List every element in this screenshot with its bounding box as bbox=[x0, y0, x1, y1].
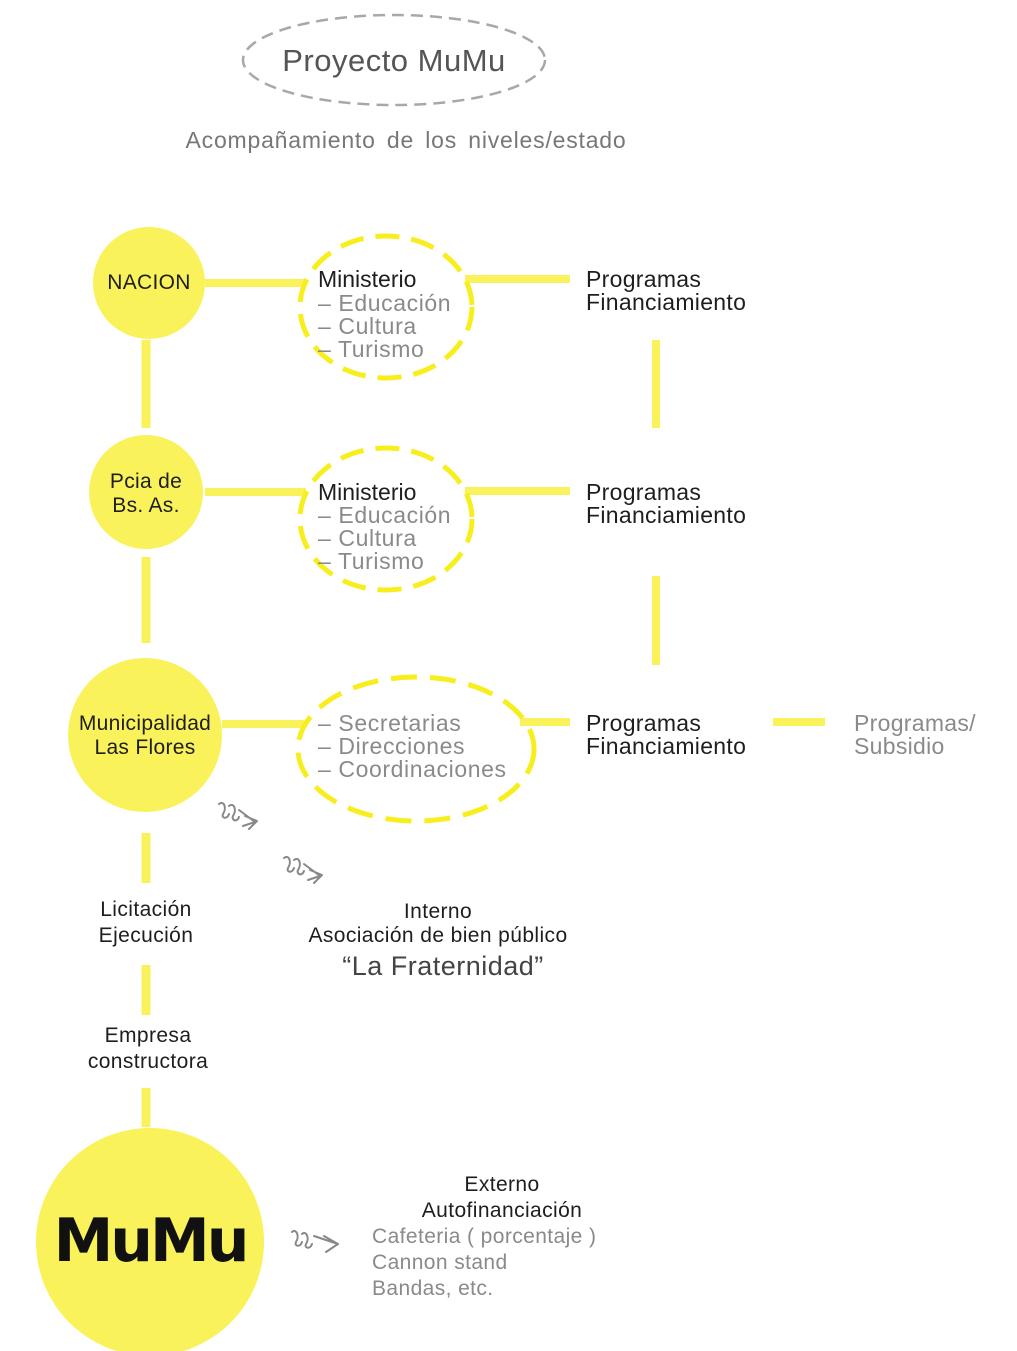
nacion-ministry-item: – Cultura bbox=[318, 313, 417, 339]
municipio-subsidy-line: Subsidio bbox=[854, 733, 945, 759]
nacion-ministry-ellipse bbox=[297, 233, 475, 381]
empresa-label: Empresa bbox=[104, 1024, 192, 1047]
municipio-programs-line: Programas bbox=[586, 710, 702, 736]
provincia-node bbox=[89, 435, 203, 549]
nacion-ministry-title: Ministerio bbox=[318, 266, 417, 292]
municipio-secretariat-item: – Coordinaciones bbox=[318, 756, 507, 782]
autofinanciacion-label: Autofinanciación bbox=[421, 1199, 583, 1222]
municipio-secretariat-item: – Direcciones bbox=[318, 733, 466, 759]
municipio-node bbox=[68, 658, 222, 812]
municipio-secretariat-item: – Secretarias bbox=[318, 710, 462, 736]
municipio-secretariat-ellipse bbox=[295, 674, 537, 824]
provincia-ministry-item: – Educación bbox=[318, 502, 452, 528]
mumu-logo: MuMu bbox=[53, 1206, 250, 1276]
fraternidad-label: “La Fraternidad” bbox=[342, 951, 544, 981]
hand-drawn-arrow-icon bbox=[291, 1230, 339, 1253]
provincia-ministry-title: Ministerio bbox=[318, 479, 417, 505]
nacion-node bbox=[93, 227, 205, 339]
nacion-ministry-item: – Turismo bbox=[318, 336, 425, 362]
provincia-ministry-item: – Cultura bbox=[318, 525, 417, 551]
provincia-financing-line: Financiamiento bbox=[586, 502, 747, 528]
provincia-ministry-item: – Turismo bbox=[318, 548, 425, 574]
externo-item: Cafeteria ( porcentaje ) bbox=[372, 1225, 597, 1248]
ejecucion-label: Ejecución bbox=[98, 924, 194, 947]
nacion-node-label: NACION bbox=[107, 271, 191, 294]
provincia-ministry-ellipse bbox=[297, 445, 475, 593]
horizontal-connectors bbox=[205, 275, 825, 728]
municipio-node-label: Las Flores bbox=[94, 736, 196, 759]
externo-item: Cannon stand bbox=[372, 1251, 508, 1274]
provincia-programs-line: Programas bbox=[586, 479, 702, 505]
nacion-ministry-item: – Educación bbox=[318, 290, 452, 316]
interno-label: Interno bbox=[403, 900, 473, 923]
nacion-financing-line: Financiamiento bbox=[586, 289, 747, 315]
constructora-label: constructora bbox=[87, 1050, 209, 1073]
municipio-node-label: Municipalidad bbox=[78, 712, 212, 735]
hand-drawn-arrow-icon bbox=[218, 802, 258, 830]
nacion-programs-line: Programas bbox=[586, 266, 702, 292]
externo-item: Bandas, etc. bbox=[372, 1277, 494, 1300]
hand-drawn-arrow-icon bbox=[283, 856, 323, 884]
title-ellipse bbox=[241, 13, 547, 107]
association-label: Asociación de bien público bbox=[308, 924, 568, 947]
diagram-title: Proyecto MuMu bbox=[282, 43, 506, 78]
municipio-subsidy-line: Programas/ bbox=[854, 710, 976, 736]
municipio-financing-line: Financiamiento bbox=[586, 733, 747, 759]
licitacion-label: Licitación bbox=[100, 898, 192, 921]
externo-label: Externo bbox=[464, 1173, 540, 1196]
mumu-node bbox=[36, 1128, 264, 1351]
diagram-subtitle: Acompañamiento de los niveles/estado bbox=[185, 127, 627, 153]
provincia-node-label: Bs. As. bbox=[112, 494, 180, 517]
provincia-node-label: Pcia de bbox=[109, 470, 183, 493]
